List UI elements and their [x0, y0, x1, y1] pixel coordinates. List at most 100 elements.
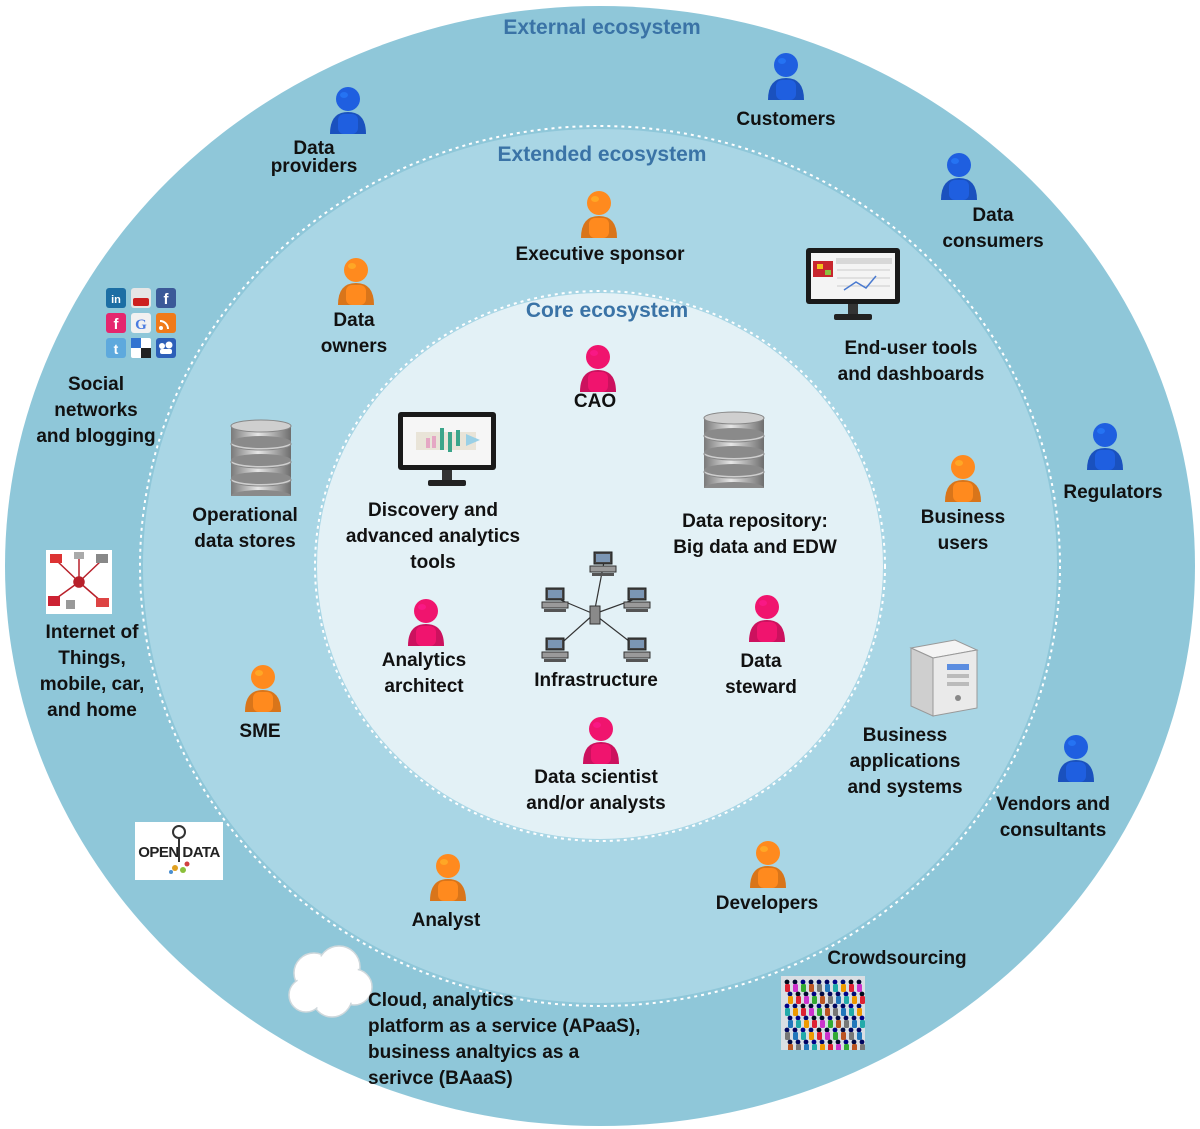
infrastructure-label: Infrastructure: [534, 668, 658, 694]
label-line: consultants: [999, 820, 1107, 841]
label-line: users: [937, 533, 989, 554]
label-line: and/or analysts: [526, 793, 666, 814]
person-icon: [941, 153, 977, 200]
linkedin-icon: [106, 288, 126, 308]
person-icon: [750, 841, 786, 888]
extended-ecosystem-title: Extended ecosystem: [497, 143, 707, 166]
data-steward-label: Data steward: [725, 649, 797, 701]
computer-node: [623, 587, 651, 612]
label-line: Analytics: [381, 650, 467, 671]
label-line: Internet of: [45, 622, 139, 643]
label-line: networks: [54, 400, 138, 421]
label-line: serivce (BAaaS): [368, 1068, 513, 1089]
svg-text:G: G: [135, 317, 147, 333]
svg-text:in: in: [111, 294, 121, 306]
label-line: steward: [725, 677, 797, 698]
sme-label: SME: [239, 719, 280, 745]
label-line: Data: [972, 205, 1014, 226]
label-line: business analtyics as a: [368, 1042, 580, 1063]
analytics-architect-label: Analytics architect: [382, 648, 466, 700]
external-ecosystem-title: External ecosystem: [503, 16, 701, 39]
label-line: Crowdsourcing: [827, 948, 967, 969]
developers-label: Developers: [716, 891, 818, 917]
label-line: and dashboards: [837, 364, 985, 385]
label-line: Business: [862, 725, 948, 746]
label-line: providers: [270, 156, 358, 177]
computer-node: [541, 637, 569, 662]
label-line: and systems: [847, 777, 963, 798]
flickr-icon: [106, 313, 126, 333]
person-icon: [945, 455, 981, 502]
person-icon: [581, 191, 617, 238]
label-line: Data: [740, 651, 782, 672]
label-line: data stores: [194, 531, 296, 552]
myspace-icon: [156, 338, 176, 358]
person-icon: [1087, 423, 1123, 470]
facebook-icon: [156, 288, 176, 308]
label-line: tools: [410, 552, 456, 573]
core-ring-dash: [314, 290, 886, 842]
person-icon: [580, 345, 616, 392]
label-line: and home: [47, 700, 137, 721]
label-line: Business: [920, 507, 1006, 528]
person-icon: [583, 717, 619, 764]
label-line: consumers: [942, 231, 1044, 252]
business-applications-label: Business applications and systems: [847, 723, 962, 801]
data-scientist-label: Data scientist and/or analysts: [526, 765, 665, 817]
database-icon: [703, 411, 765, 488]
twitter-icon: [106, 338, 126, 358]
data-consumers-label: Data consumers: [942, 203, 1043, 255]
label-line: Developers: [715, 893, 819, 914]
data-owners-label: Data owners: [321, 308, 388, 360]
regulators-label: Regulators: [1063, 480, 1162, 506]
svg-text:t: t: [114, 341, 119, 357]
label-line: Data: [293, 138, 335, 159]
customers-label: Customers: [736, 107, 835, 133]
social-networks-label: Social networks and blogging: [36, 372, 155, 450]
computer-node: [541, 587, 569, 612]
monitor-dashboard-icon: [806, 248, 900, 320]
computer-node: [623, 637, 651, 662]
google-icon: [131, 313, 151, 333]
label-line: Customers: [736, 109, 836, 130]
person-icon: [749, 595, 785, 642]
data-repository-label: Data repository: Big data and EDW: [673, 509, 837, 561]
label-line: End-user tools: [844, 338, 978, 359]
computer-node: [589, 551, 617, 576]
person-icon: [430, 854, 466, 901]
label-line: Social: [68, 374, 124, 395]
label-line: owners: [320, 336, 388, 357]
label-line: Cloud, analytics: [368, 990, 514, 1011]
label-line: applications: [849, 751, 961, 772]
label-line: Infrastructure: [534, 670, 658, 691]
label-line: Executive sponsor: [515, 244, 685, 265]
label-line: Data repository:: [682, 511, 828, 532]
social-media-icons: in f f G t: [106, 288, 176, 358]
label-line: advanced analytics: [345, 526, 521, 547]
svg-text:f: f: [114, 316, 120, 333]
label-line: and blogging: [36, 426, 156, 447]
open-data-logo-text: OPEN DATA: [138, 844, 220, 861]
cloud-icon: [288, 945, 373, 1018]
cao-label: CAO: [574, 389, 616, 415]
executive-sponsor-label: Executive sponsor: [516, 242, 685, 268]
label-line: Vendors and: [995, 794, 1111, 815]
label-line: Big data and EDW: [673, 537, 837, 558]
label-line: Things,: [58, 648, 126, 669]
label-line: SME: [239, 721, 281, 742]
label-line: Data scientist: [534, 767, 658, 788]
end-user-tools-label: End-user tools and dashboards: [838, 336, 985, 388]
label-line: Data: [333, 310, 375, 331]
label-line: architect: [384, 676, 464, 697]
iot-icon: [46, 550, 112, 614]
analyst-label: Analyst: [412, 908, 481, 934]
svg-text:f: f: [164, 291, 170, 308]
label-line: Regulators: [1063, 482, 1163, 503]
vendors-consultants-label: Vendors and consultants: [996, 792, 1110, 844]
analytics-monitor-icon: [398, 412, 496, 486]
core-ecosystem-title: Core ecosystem: [525, 299, 689, 322]
